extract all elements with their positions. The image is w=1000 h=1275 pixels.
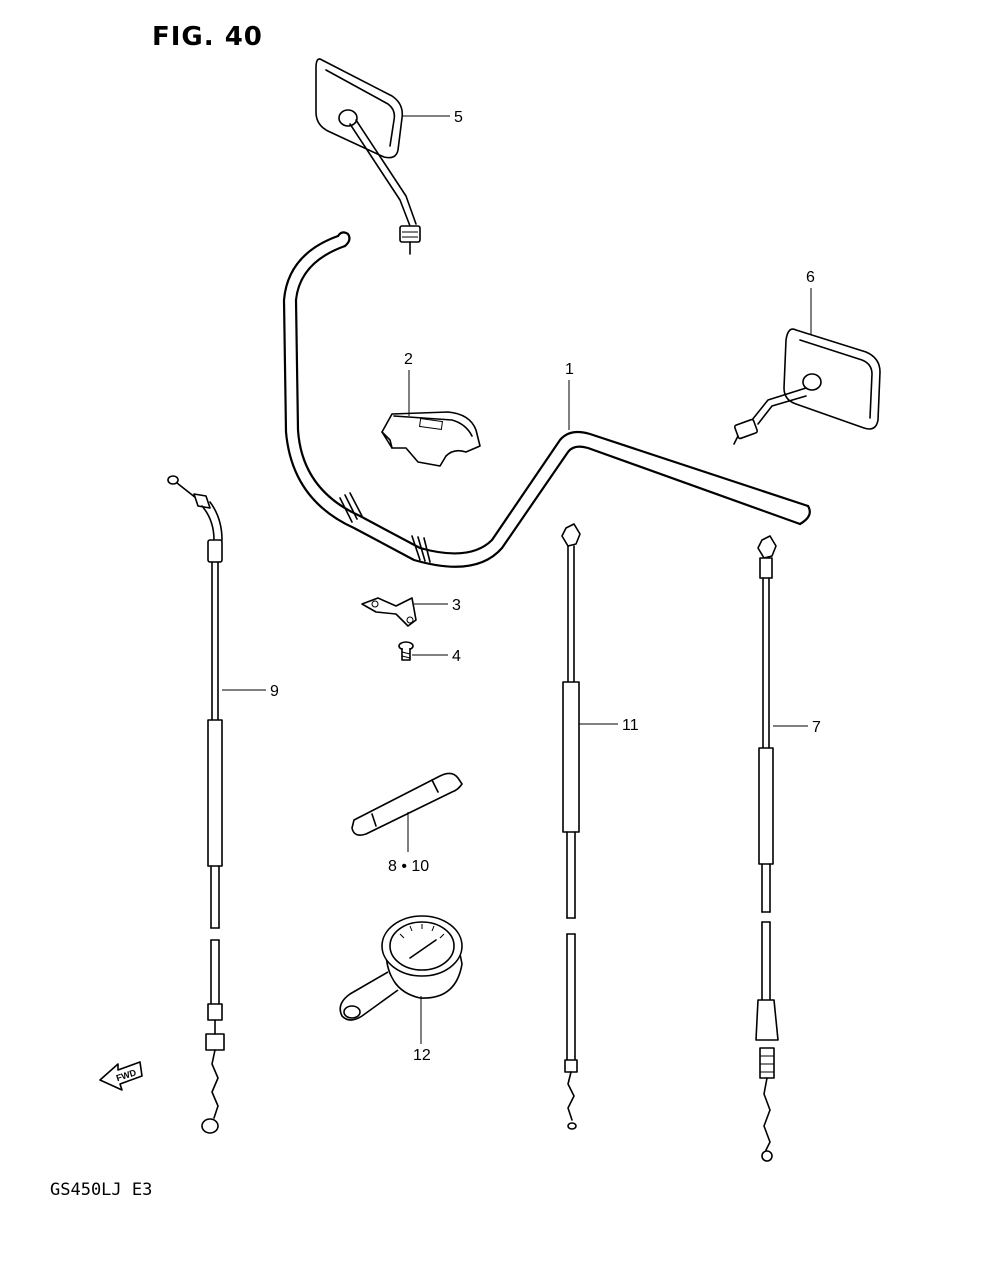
part-3-bracket[interactable] (361, 597, 417, 627)
part-1-handlebar[interactable] (282, 231, 811, 568)
callout-7: 7 (812, 719, 821, 736)
callout-11: 11 (622, 717, 639, 734)
figure-title: FIG. 40 (152, 22, 263, 52)
part-6-right-mirror[interactable] (733, 328, 881, 445)
part-5-left-mirror[interactable] (315, 58, 421, 255)
part-7-cable[interactable] (755, 535, 779, 1162)
callout-6: 6 (806, 269, 815, 286)
part-8-10-strap[interactable] (351, 772, 463, 836)
fwd-arrow-icon: FWD (99, 1061, 143, 1091)
part-4-screw[interactable] (398, 641, 414, 661)
callout-3: 3 (452, 597, 461, 614)
leader-lines (222, 115, 812, 1044)
callout-numbers: 1 2 3 4 5 6 7 8 • 10 9 11 12 (270, 109, 821, 1064)
callout-8-10: 8 • 10 (388, 858, 429, 875)
part-11-cable[interactable] (561, 523, 581, 1130)
callout-2: 2 (404, 351, 413, 368)
part-2-handlebar-clamp[interactable] (381, 411, 481, 467)
callout-9: 9 (270, 683, 279, 700)
callout-5: 5 (454, 109, 463, 126)
callout-4: 4 (452, 648, 461, 665)
part-9-cable[interactable] (167, 475, 225, 1134)
callout-1: 1 (565, 361, 574, 378)
part-12-meter[interactable] (339, 915, 463, 1021)
callout-12: 12 (413, 1047, 431, 1064)
model-code: GS450LJ E3 (50, 1180, 153, 1200)
